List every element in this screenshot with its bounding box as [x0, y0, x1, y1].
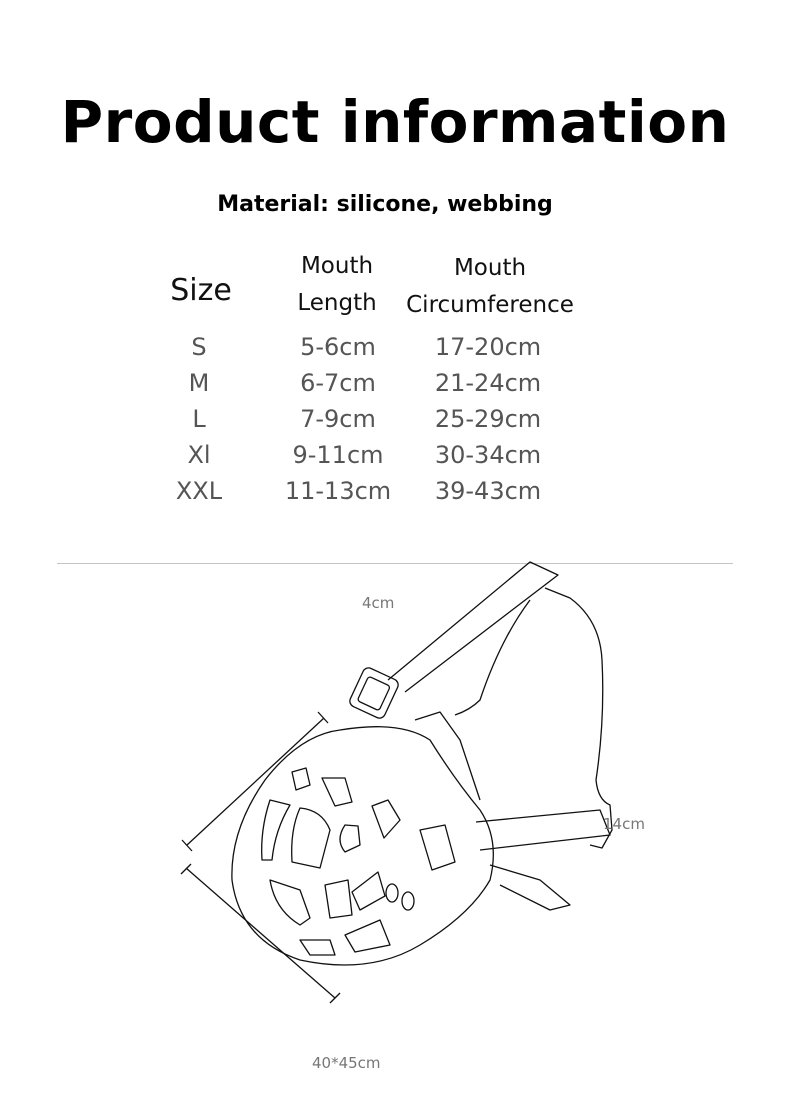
cage-hole: [261, 799, 291, 861]
dimension-tick: [180, 863, 192, 875]
row-s-size: S: [191, 333, 207, 361]
dimension-tick: [329, 992, 341, 1004]
header-mouth-length-line2: Length: [297, 290, 377, 316]
row-xl-size: Xl: [187, 441, 211, 469]
cage-hole: [419, 824, 456, 871]
side-buckle: [414, 711, 481, 801]
strap-width-label: 4cm: [362, 594, 395, 612]
dimension-line-width: [185, 867, 336, 999]
height-label: 14cm: [603, 815, 645, 833]
muzzle-cage: [231, 726, 494, 966]
dimension-line-length: [186, 717, 325, 846]
dimension-tick: [317, 711, 329, 724]
header-mouth-length-line1: Mouth: [300, 253, 374, 279]
row-m-size: M: [188, 369, 210, 397]
row-xl-length: 9-11cm: [292, 441, 384, 469]
cage-hole: [351, 871, 386, 911]
page-title: Product information: [60, 88, 730, 156]
header-mouth-circumference-line2: Circumference: [406, 292, 574, 318]
cage-hole: [344, 919, 391, 953]
row-m-length: 6-7cm: [300, 369, 376, 397]
row-s-circumference: 17-20cm: [434, 333, 542, 361]
row-xl-circumference: 30-34cm: [434, 441, 542, 469]
row-xxl-size: XXL: [175, 477, 223, 505]
row-s-length: 5-6cm: [300, 333, 376, 361]
section-divider: [57, 563, 733, 564]
row-xxl-circumference: 39-43cm: [434, 477, 542, 505]
cage-hole: [324, 879, 353, 919]
header-size: Size: [170, 273, 232, 308]
vent-hole: [385, 883, 399, 903]
row-l-length: 7-9cm: [300, 405, 376, 433]
row-xxl-length: 11-13cm: [284, 477, 392, 505]
material-text: Material: silicone, webbing: [217, 192, 553, 217]
row-l-circumference: 25-29cm: [434, 405, 542, 433]
top-strap: [387, 561, 559, 693]
cage-hole: [321, 777, 353, 807]
cage-hole: [291, 807, 331, 869]
head-strap-inner: [454, 599, 531, 716]
cage-hole: [339, 824, 361, 853]
vent-hole: [401, 891, 415, 911]
chin-strap: [489, 864, 571, 911]
row-l-size: L: [192, 405, 206, 433]
head-strap: [544, 587, 613, 849]
cage-hole: [371, 799, 401, 839]
cage-hole: [299, 939, 336, 956]
cage-hole: [291, 767, 311, 791]
buckle-inner: [357, 676, 391, 711]
buckle: [349, 667, 399, 719]
dimension-tick: [181, 839, 193, 852]
cage-hole: [269, 879, 311, 926]
header-mouth-circumference-line1: Mouth: [453, 255, 527, 281]
row-m-circumference: 21-24cm: [434, 369, 542, 397]
strap-length-label: 40*45cm: [312, 1054, 381, 1072]
side-strap: [475, 809, 611, 851]
